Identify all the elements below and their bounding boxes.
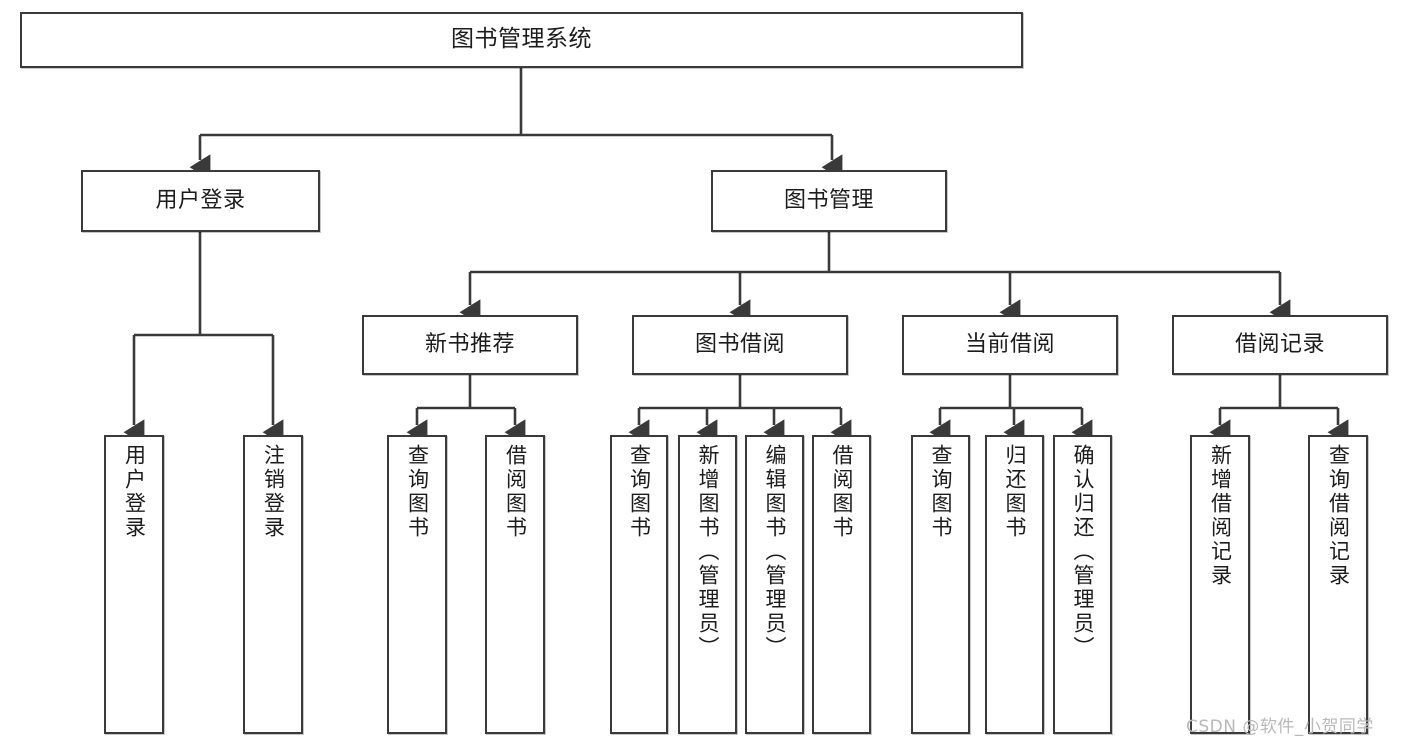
leaf-user-login[interactable]: 用户登录 [104,435,164,734]
leaf-record-add-record[interactable]: 新增借阅记录 [1190,435,1250,734]
node-label: 新增借阅记录 [1208,444,1233,588]
node-label: 查询图书 [929,444,953,540]
node-new-book-recommend[interactable]: 新书推荐 [362,315,578,375]
node-label: 归还图书 [1003,444,1027,540]
csdn-watermark: CSDN @软件_小贺同学 [1186,717,1374,737]
node-label: 当前借阅 [964,331,1055,357]
node-label: 借阅图书 [503,444,528,540]
node-root-system[interactable]: 图书管理系统 [20,12,1023,68]
node-label: 借阅记录 [1234,331,1325,357]
node-book-borrow[interactable]: 图书借阅 [632,315,848,375]
node-label: 图书借阅 [694,331,785,357]
node-label: 借阅图书 [830,444,854,540]
node-label: 注销登录 [261,444,286,540]
leaf-current-return-book[interactable]: 归还图书 [985,435,1044,734]
node-label: 图书管理系统 [451,26,592,53]
node-user-login[interactable]: 用户登录 [81,170,320,232]
leaf-user-logout[interactable]: 注销登录 [243,435,303,734]
node-book-management[interactable]: 图书管理 [711,170,947,232]
leaf-borrow-edit-book-admin[interactable]: 编辑图书（管理员） [745,435,804,734]
node-current-borrow[interactable]: 当前借阅 [902,315,1118,375]
node-label: 新增图书（管理员） [696,444,720,660]
node-label: 编辑图书（管理员） [763,444,787,660]
leaf-newbook-query-book[interactable]: 查询图书 [387,435,447,734]
leaf-record-query-record[interactable]: 查询借阅记录 [1308,435,1368,734]
node-label: 用户登录 [155,187,246,213]
node-label: 查询借阅记录 [1326,444,1351,588]
node-label: 确认归还（管理员） [1071,444,1095,660]
node-label: 新书推荐 [424,331,515,357]
leaf-current-query-book[interactable]: 查询图书 [911,435,970,734]
node-label: 用户登录 [122,444,147,540]
node-borrow-record[interactable]: 借阅记录 [1172,315,1388,375]
node-label: 图书管理 [783,187,874,213]
node-label: 查询图书 [405,444,430,540]
leaf-borrow-lend-book[interactable]: 借阅图书 [812,435,871,734]
leaf-borrow-query-book[interactable]: 查询图书 [610,435,668,734]
leaf-borrow-add-book-admin[interactable]: 新增图书（管理员） [678,435,737,734]
leaf-current-confirm-return-admin[interactable]: 确认归还（管理员） [1053,435,1112,734]
node-label: 查询图书 [627,444,652,540]
leaf-newbook-borrow-book[interactable]: 借阅图书 [485,435,545,734]
